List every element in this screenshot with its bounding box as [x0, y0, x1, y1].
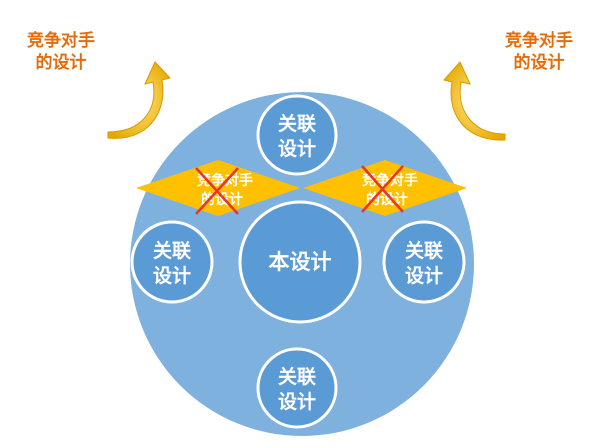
competitor-label-right-line1: 竞争对手 — [505, 31, 573, 51]
competitor-diamond-right: 竞争对手 的设计 — [303, 160, 467, 216]
curved-arrow-up-icon — [107, 61, 171, 139]
competitor-label-right: 竞争对手 的设计 — [484, 30, 594, 74]
related-design-right: 关联 设计 — [382, 220, 466, 304]
center-label: 本设计 — [269, 250, 332, 274]
related-top-line1: 关联 — [278, 112, 316, 135]
related-left-line1: 关联 — [153, 239, 191, 262]
related-top-line2: 设计 — [278, 138, 316, 160]
competitor-diamond-left: 竞争对手 的设计 — [136, 160, 300, 216]
related-design-left: 关联 设计 — [130, 220, 214, 304]
competitor-label-left-line1: 竞争对手 — [27, 31, 95, 51]
related-right-line2: 设计 — [405, 265, 443, 287]
competitor-label-left-line2: 的设计 — [35, 53, 87, 73]
center-design-node: 本设计 — [238, 200, 362, 324]
cross-mark-icon — [361, 165, 404, 213]
related-design-bottom: 关联 设计 — [256, 347, 338, 429]
curved-arrow-up-icon — [443, 61, 506, 141]
related-design-top: 关联 设计 — [256, 94, 338, 176]
related-left-line2: 设计 — [153, 265, 191, 287]
competitor-label-left: 竞争对手 的设计 — [6, 30, 116, 74]
diamond-left-line2: 的设计 — [201, 191, 243, 208]
related-bottom-line2: 设计 — [278, 391, 316, 413]
related-bottom-line1: 关联 — [278, 365, 316, 388]
cross-mark-icon — [195, 167, 239, 215]
related-right-line1: 关联 — [405, 239, 443, 262]
competitor-label-right-line2: 的设计 — [513, 53, 565, 73]
